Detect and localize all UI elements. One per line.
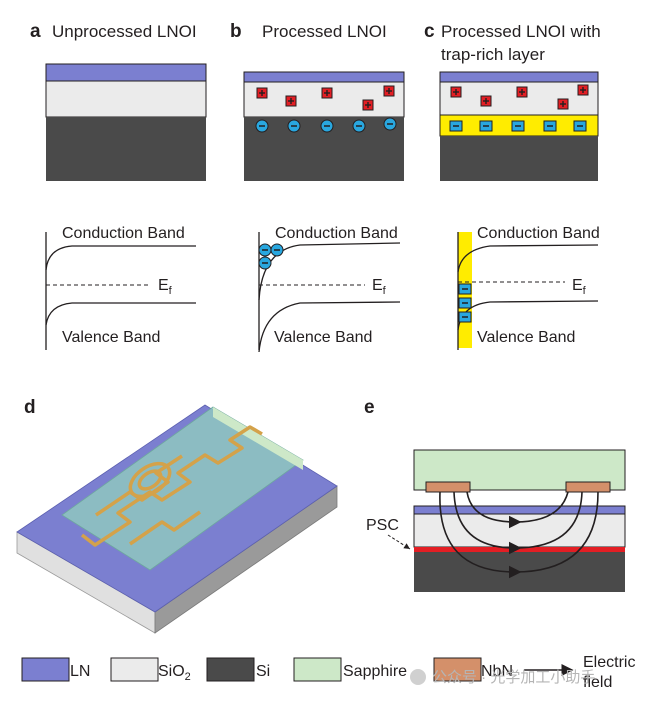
d-sapphire-edge <box>213 407 303 470</box>
trapped-electron <box>573 120 587 132</box>
trapped-electron <box>458 311 472 323</box>
hole-charge <box>256 87 268 99</box>
watermark-logo-icon <box>410 669 426 685</box>
b-valence-curve <box>258 301 401 353</box>
trapped-electron <box>511 120 525 132</box>
hole-charge <box>450 86 462 98</box>
e-nbn-left <box>425 481 471 493</box>
legend-sapphire-label: Sapphire <box>343 663 407 680</box>
a-conduction-label: Conduction Band <box>62 225 185 242</box>
panel-d: d <box>16 397 338 634</box>
b-fermi-label: Ef <box>372 277 387 297</box>
electron-charge <box>320 119 334 133</box>
electron-charge <box>258 243 272 257</box>
e-ln-layer <box>413 505 626 515</box>
panel-c: c Processed LNOI with trap-rich layer <box>424 21 601 350</box>
e-nbn-right <box>565 481 611 493</box>
electron-charge <box>255 119 269 133</box>
legend-nbn-swatch <box>433 657 482 682</box>
panel-a: a Unprocessed LNOI Conduction Band Valen… <box>30 21 207 350</box>
legend-sio2-label: SiO2 <box>158 663 191 683</box>
c-valence-label: Valence Band <box>477 329 575 346</box>
legend-efield-label-line1: Electric <box>583 654 635 671</box>
a-valence-curve <box>45 302 196 326</box>
trapped-electron <box>458 297 472 309</box>
electron-charge <box>258 256 272 270</box>
trapped-electron <box>543 120 557 132</box>
b-band-diagram: Conduction Band Valence Band Ef <box>258 225 401 353</box>
psc-pointer <box>387 534 411 550</box>
legend-sapphire-swatch <box>293 657 342 682</box>
c-conduction-label: Conduction Band <box>477 225 600 242</box>
electron-charge <box>270 243 284 257</box>
a-valence-label: Valence Band <box>62 329 160 346</box>
c-valence-curve <box>457 300 599 331</box>
hole-charge <box>577 84 589 96</box>
panel-a-letter: a <box>30 21 41 42</box>
a-fermi-label: Ef <box>158 277 173 297</box>
electron-charge <box>383 117 397 131</box>
panel-c-letter: c <box>424 21 435 42</box>
panel-b-title: Processed LNOI <box>262 22 387 41</box>
panel-c-title-line2: trap-rich layer <box>441 45 545 64</box>
panel-d-letter: d <box>24 397 36 418</box>
hole-charge <box>321 87 333 99</box>
b-conduction-curve <box>258 242 401 301</box>
legend-ln-swatch <box>21 657 70 682</box>
a-sio2-layer <box>45 80 207 118</box>
trapped-electron <box>479 120 493 132</box>
e-sio2-layer <box>413 513 626 548</box>
a-ln-layer <box>45 63 207 82</box>
trapped-electron <box>458 283 472 295</box>
legend-ln-label: LN <box>70 663 90 680</box>
panel-e-letter: e <box>364 397 375 418</box>
trapped-electron <box>449 120 463 132</box>
electron-charge <box>352 119 366 133</box>
b-conduction-label: Conduction Band <box>275 225 398 242</box>
e-field-lines <box>439 491 599 579</box>
panel-b: b Processed LNOI Conduction Ba <box>230 21 405 353</box>
legend-efield-label-line2: field <box>583 674 612 691</box>
panel-b-letter: b <box>230 21 242 42</box>
b-valence-label: Valence Band <box>274 329 372 346</box>
legend-si-swatch <box>206 657 255 682</box>
c-si-layer <box>440 136 598 181</box>
legend-sio2-swatch <box>110 657 159 682</box>
a-conduction-curve <box>45 245 196 271</box>
d-nbn-meander <box>80 425 263 547</box>
legend: LN SiO2 Si Sapphire NbN Electric field <box>21 654 635 691</box>
legend-nbn-label: NbN <box>481 663 513 680</box>
watermark-text: 公众号 · 光学加工小助手 <box>432 669 595 686</box>
c-ln-layer <box>439 71 599 83</box>
panel-a-title: Unprocessed LNOI <box>52 22 197 41</box>
b-ln-layer <box>243 71 405 83</box>
b-sio2-layer <box>243 81 405 118</box>
c-fermi-label: Ef <box>572 277 587 297</box>
electron-charge <box>287 119 301 133</box>
a-band-diagram: Conduction Band Valence Band Ef <box>45 225 196 350</box>
hole-charge <box>362 99 374 111</box>
hole-charge <box>557 98 569 110</box>
hole-charge <box>285 95 297 107</box>
c-band-diagram: Conduction Band Valence Band Ef <box>457 225 600 350</box>
psc-label: PSC <box>366 517 399 534</box>
hole-charge <box>480 95 492 107</box>
hole-charge <box>516 86 528 98</box>
hole-charge <box>383 85 395 97</box>
legend-si-label: Si <box>256 663 270 680</box>
c-conduction-curve <box>457 244 599 273</box>
panel-c-title-line1: Processed LNOI with <box>441 22 601 41</box>
a-si-layer <box>46 117 206 181</box>
panel-e: e PSC <box>364 397 626 592</box>
watermark: 公众号 · 光学加工小助手 <box>410 669 595 686</box>
